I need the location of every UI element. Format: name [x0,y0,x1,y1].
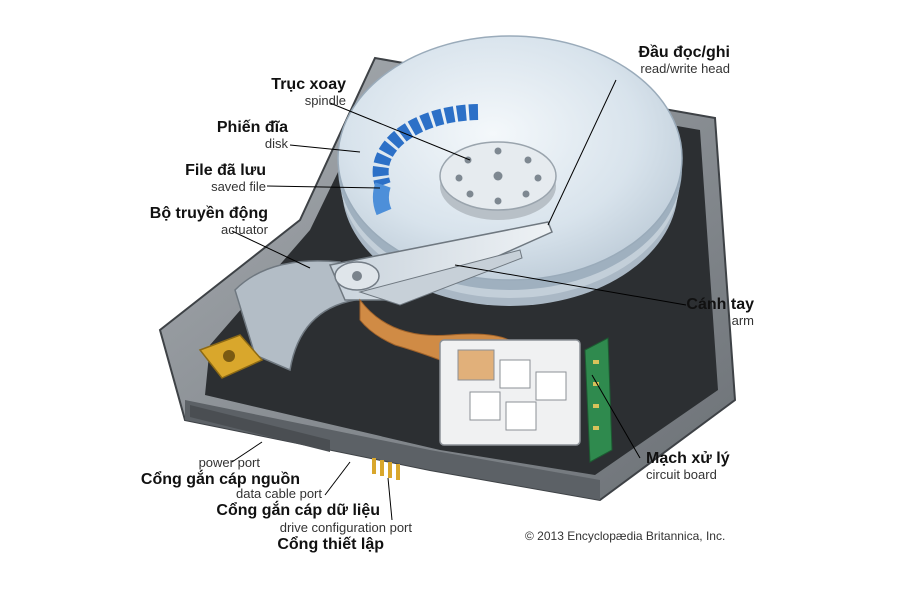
label-spindle-en: spindle [304,93,346,109]
label-actuator: Bộ truyền động actuator [110,205,268,238]
label-circuit-board-vi: Mạch xử lý [646,450,730,467]
label-actuator-en: actuator [221,222,268,238]
label-power-port-vi: Cổng gắn cáp nguồn [140,470,300,488]
label-circuit-board-en: circuit board [646,467,717,483]
label-disk-vi: Phiến đĩa [216,119,288,136]
label-circuit-board: Mạch xử lý circuit board [646,450,756,483]
label-read-write-head: Đầu đọc/ghi read/write head [600,44,730,77]
power-connector [439,339,581,446]
label-saved-file-vi: File đã lưu [185,162,266,179]
label-disk: Phiến đĩa disk [200,119,288,152]
label-spindle-vi: Trục xoay [271,76,346,93]
label-drive-config-port-vi: Cổng thiết lập [277,535,384,553]
label-saved-file: File đã lưu saved file [160,162,266,195]
label-arm-vi: Cánh tay [686,296,754,313]
label-data-cable-port: data cable port Cổng gắn cáp dữ liệu [180,486,380,520]
leader-lines [231,79,687,521]
data-pins [190,405,330,452]
spindle-screws [455,147,542,205]
label-saved-file-en: saved file [211,179,266,195]
label-drive-config-port-en: drive configuration port [279,520,412,535]
label-power-port: power port Cổng gắn cáp nguồn [100,455,300,489]
label-disk-en: disk [264,136,288,152]
label-read-write-head-vi: Đầu đọc/ghi [638,44,730,61]
label-drive-config-port: drive configuration port Cổng thiết lập [220,520,412,554]
label-data-cable-port-vi: Cổng gắn cáp dữ liệu [216,501,380,519]
label-arm: Cánh tay arm [660,296,754,329]
copyright-notice: © 2013 Encyclopædia Britannica, Inc. [525,529,726,543]
circuit-board [584,337,613,463]
actuator-arm-lower [358,249,523,306]
casing-side [185,400,600,500]
label-power-port-en: power port [198,455,260,470]
label-arm-en: arm [731,313,754,329]
label-data-cable-port-en: data cable port [235,486,322,501]
label-read-write-head-en: read/write head [640,61,730,77]
label-spindle: Trục xoay spindle [250,76,346,109]
saved-file-track [372,104,479,216]
label-actuator-vi: Bộ truyền động [149,205,268,222]
config-pins [372,458,400,480]
